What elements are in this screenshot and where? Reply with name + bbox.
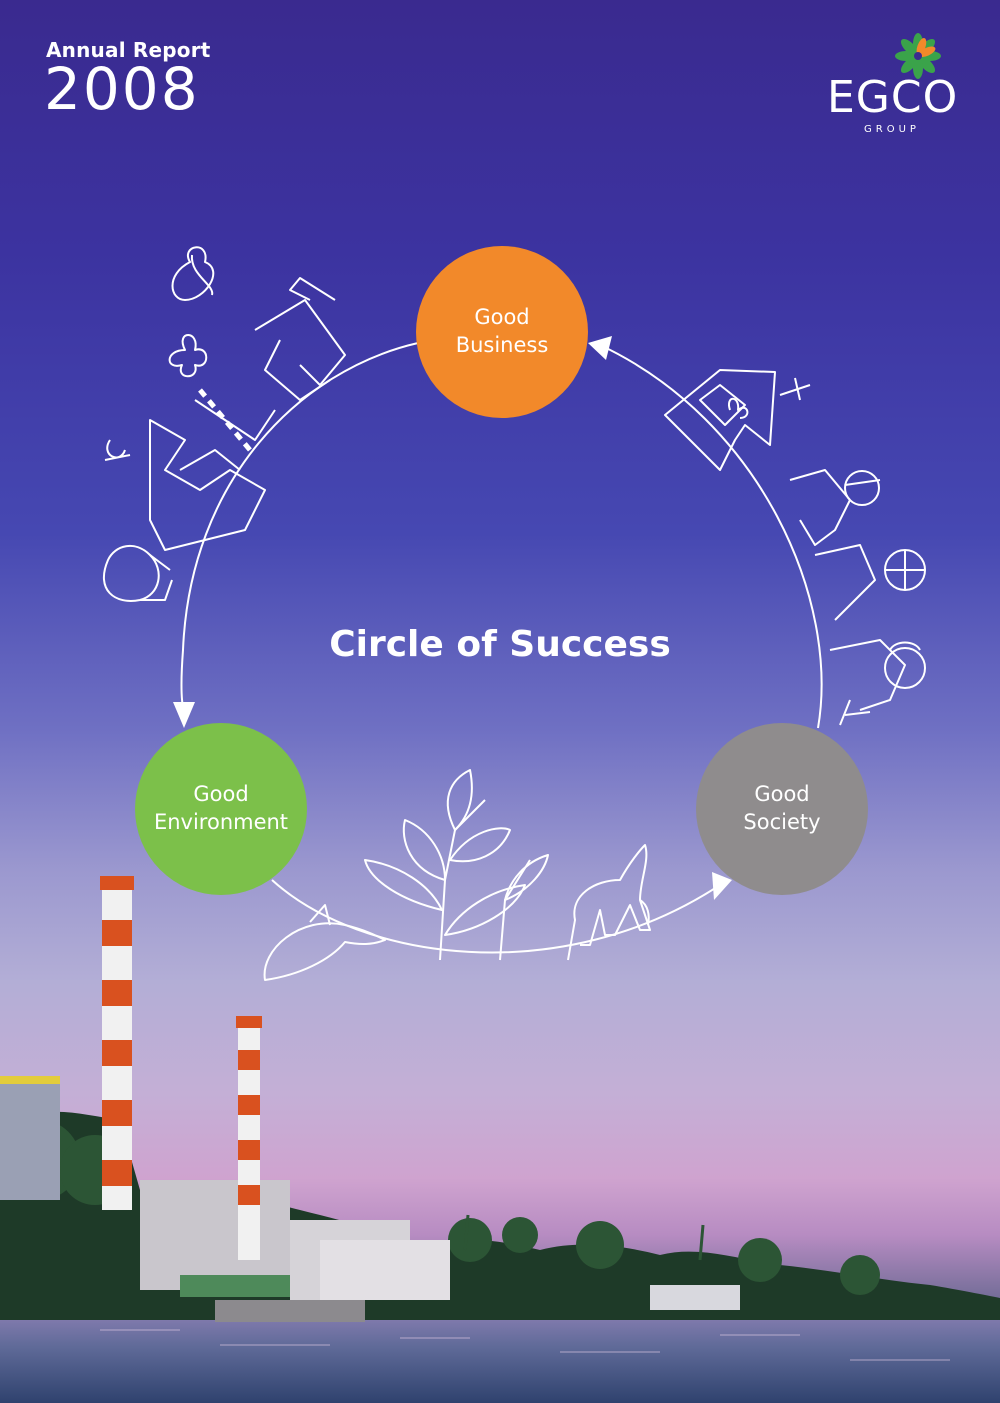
logo-wordmark: EGCO xyxy=(827,72,959,123)
smokestack-right xyxy=(236,1016,262,1260)
nature-line-art xyxy=(263,769,651,981)
arc-business-to-environment xyxy=(180,342,419,713)
community-line-art xyxy=(664,369,926,726)
arc-society-to-business xyxy=(599,344,823,729)
arrow-head-down-icon xyxy=(173,702,195,728)
node-line-2: Business xyxy=(455,333,549,357)
river-water xyxy=(0,1310,1000,1403)
node-good-society: Good Society xyxy=(696,723,868,895)
node-good-business: Good Business xyxy=(416,246,588,418)
egco-logo: EGCO GROUP xyxy=(820,32,960,142)
flower-logo-icon xyxy=(895,33,941,79)
smokestack-left xyxy=(100,876,134,1210)
factory-line-art xyxy=(102,246,346,602)
node-line-2: Society xyxy=(743,810,821,834)
logo-subtitle: GROUP xyxy=(864,124,920,135)
report-year: 2008 xyxy=(44,55,200,123)
water-reflections xyxy=(100,1329,950,1361)
cycle-circle xyxy=(180,342,823,954)
node-line-1: Good xyxy=(193,782,249,807)
arc-environment-to-society xyxy=(271,879,721,954)
power-plant xyxy=(0,1076,740,1322)
node-line-1: Good xyxy=(754,782,810,807)
report-label: Annual Report xyxy=(46,38,211,62)
node-line-1: Good xyxy=(474,305,530,330)
node-good-environment: Good Environment xyxy=(135,723,307,895)
arrow-head-right-icon xyxy=(712,872,732,900)
cycle-arrowheads xyxy=(173,336,732,900)
arrow-head-left-icon xyxy=(588,336,612,360)
node-line-2: Environment xyxy=(153,810,289,834)
diagram-title: Circle of Success xyxy=(329,624,671,665)
palm-trees xyxy=(463,1214,705,1261)
